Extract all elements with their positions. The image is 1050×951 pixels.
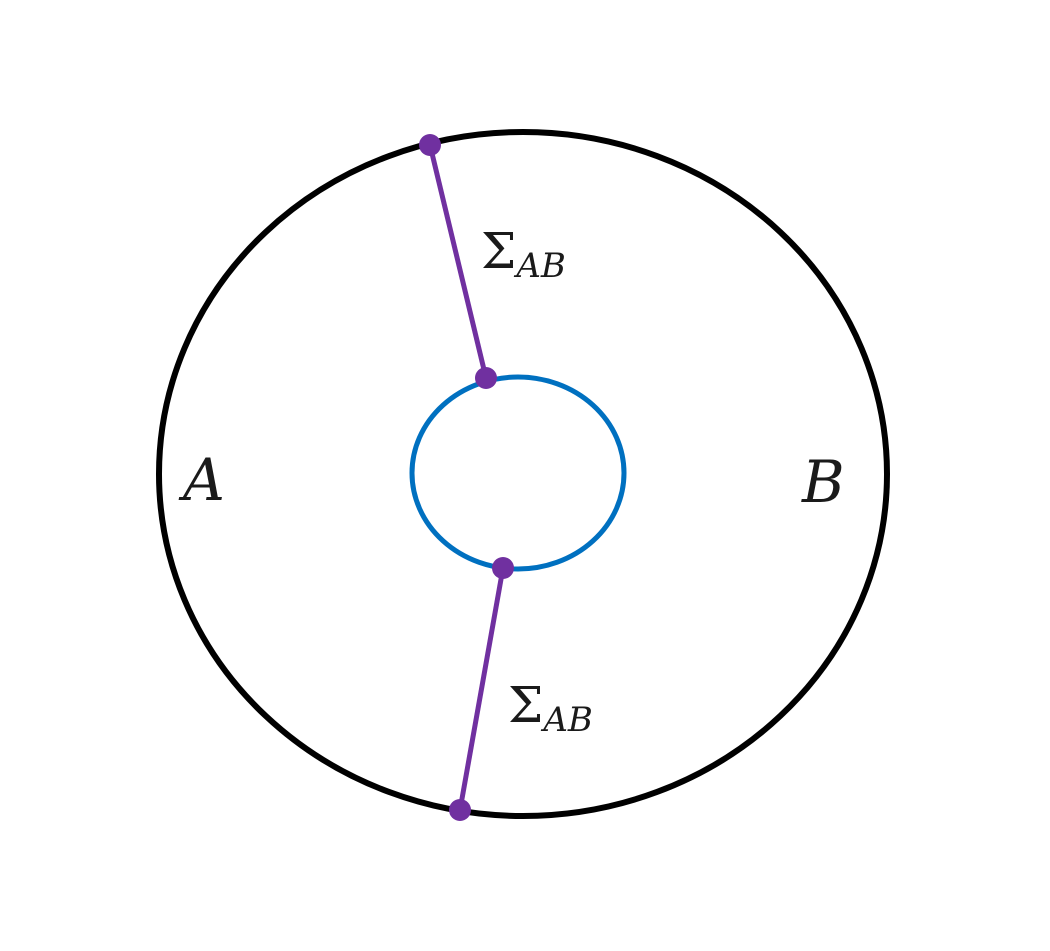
- surface-lower-subscript: AB: [540, 700, 593, 740]
- region-a-label: A: [178, 446, 225, 514]
- outer-boundary-circle: [156, 129, 890, 819]
- surface-upper-segment: [427, 144, 489, 379]
- surface-upper-label: ΣAB: [481, 222, 566, 286]
- surface-upper-symbol: Σ: [481, 222, 516, 280]
- surface-lower-symbol: Σ: [508, 676, 543, 734]
- surface-lower-segment: [457, 567, 506, 811]
- surface-lower-inner-endpoint: [492, 557, 514, 579]
- surface-upper-inner-endpoint: [475, 367, 497, 389]
- inner-boundary-circle: [409, 374, 627, 572]
- surface-upper-outer-endpoint: [419, 134, 441, 156]
- surface-lower-outer-endpoint: [449, 799, 471, 821]
- surface-lower-label: ΣAB: [508, 676, 593, 740]
- region-b-label: B: [801, 448, 845, 516]
- surface-upper-subscript: AB: [513, 246, 566, 286]
